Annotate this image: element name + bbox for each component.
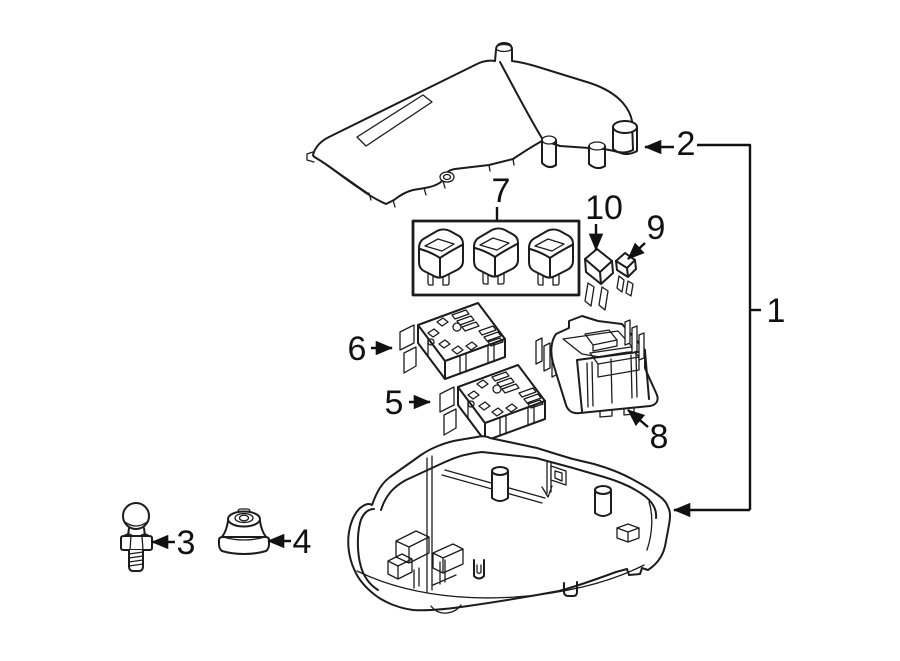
cover-left-tab — [306, 151, 315, 163]
cover-outline — [312, 42, 634, 205]
part-fuse-large — [584, 248, 614, 311]
part-fuse-holder-lower — [439, 364, 546, 442]
callout-1-bracket — [697, 143, 752, 510]
housing-partition — [426, 455, 433, 593]
fuse-large-body — [584, 248, 613, 273]
fuse-large-sides — [584, 258, 614, 285]
housing-side-clip — [616, 523, 640, 543]
callout-6: 6 — [348, 330, 393, 368]
bolt-ball-head — [122, 502, 150, 530]
callout-3-label: 3 — [177, 524, 196, 562]
part-grommet-nut — [218, 508, 270, 555]
housing-skirt-seam — [356, 564, 645, 599]
housing-rim-inner — [380, 451, 658, 519]
housing-compartments — [387, 530, 464, 589]
callout-7-label: 7 — [492, 172, 511, 210]
callout-3: 3 — [151, 524, 196, 562]
cover-snap-post-right — [588, 141, 606, 170]
callout-4: 4 — [267, 523, 312, 561]
callout-2-label: 2 — [677, 125, 696, 163]
housing-clip-bracket — [541, 461, 567, 498]
housing-bottom-bump — [430, 604, 462, 614]
bolt-hex-collar — [120, 535, 153, 551]
callout-9: 9 — [627, 209, 666, 260]
housing-u-post — [473, 559, 485, 580]
callout-2: 2 — [644, 125, 696, 163]
callout-8: 8 — [627, 409, 669, 456]
housing-outline — [347, 435, 671, 612]
cover-snap-post-mid — [541, 135, 557, 169]
nut-skirt — [218, 536, 270, 555]
cover-corner-post — [612, 120, 638, 155]
cover-crease — [499, 61, 544, 141]
nut-bore — [238, 514, 250, 522]
nut-sides — [221, 520, 267, 538]
nut-skirt-seam — [222, 536, 266, 541]
housing-post-right — [594, 485, 612, 517]
housing-bottom-foot — [563, 581, 578, 597]
callout-5: 5 — [385, 384, 431, 422]
callout-1: 1 — [673, 143, 786, 518]
callout-8-label: 8 — [650, 418, 669, 456]
callout-9-arrow — [627, 242, 646, 260]
housing-left-flange — [356, 508, 379, 591]
callout-4-label: 4 — [293, 523, 312, 561]
part-relay-carrier — [535, 315, 659, 418]
fuse-small-sides — [615, 259, 637, 278]
callout-10: 10 — [585, 189, 623, 251]
callout-5-label: 5 — [385, 384, 404, 422]
carrier-outline — [550, 315, 659, 415]
cover-rim-grommet — [439, 171, 455, 183]
part-lower-housing — [347, 435, 671, 614]
carrier-right-comb — [624, 319, 645, 361]
bolt-ball-seam — [124, 521, 148, 527]
housing-post-left — [491, 466, 509, 502]
part-relay-box — [411, 219, 581, 297]
cover-rim-details — [325, 158, 515, 208]
fuse-small-blades — [616, 275, 634, 297]
part-fuse-small — [615, 252, 637, 297]
nut-inner-rim — [234, 512, 254, 524]
part-fuse-holder-upper — [399, 302, 506, 380]
callout-1-label: 1 — [767, 292, 786, 330]
bolt-collar-facets — [123, 533, 150, 551]
bolt-threads — [128, 551, 144, 567]
carrier-front-ticks — [586, 353, 638, 408]
callout-8-arrow — [627, 409, 649, 428]
fuse-large-blades — [584, 282, 609, 311]
cover-top-post-cap — [495, 43, 513, 53]
callout-7: 7 — [492, 172, 511, 220]
part-cover — [306, 42, 638, 208]
callout-10-label: 10 — [585, 189, 623, 227]
part-bolt — [120, 502, 153, 572]
callout-9-label: 9 — [647, 209, 666, 247]
cover-slot — [356, 94, 433, 147]
housing-right-wall — [646, 501, 653, 551]
callout-6-label: 6 — [348, 330, 367, 368]
carrier-wall-upper — [584, 329, 618, 352]
